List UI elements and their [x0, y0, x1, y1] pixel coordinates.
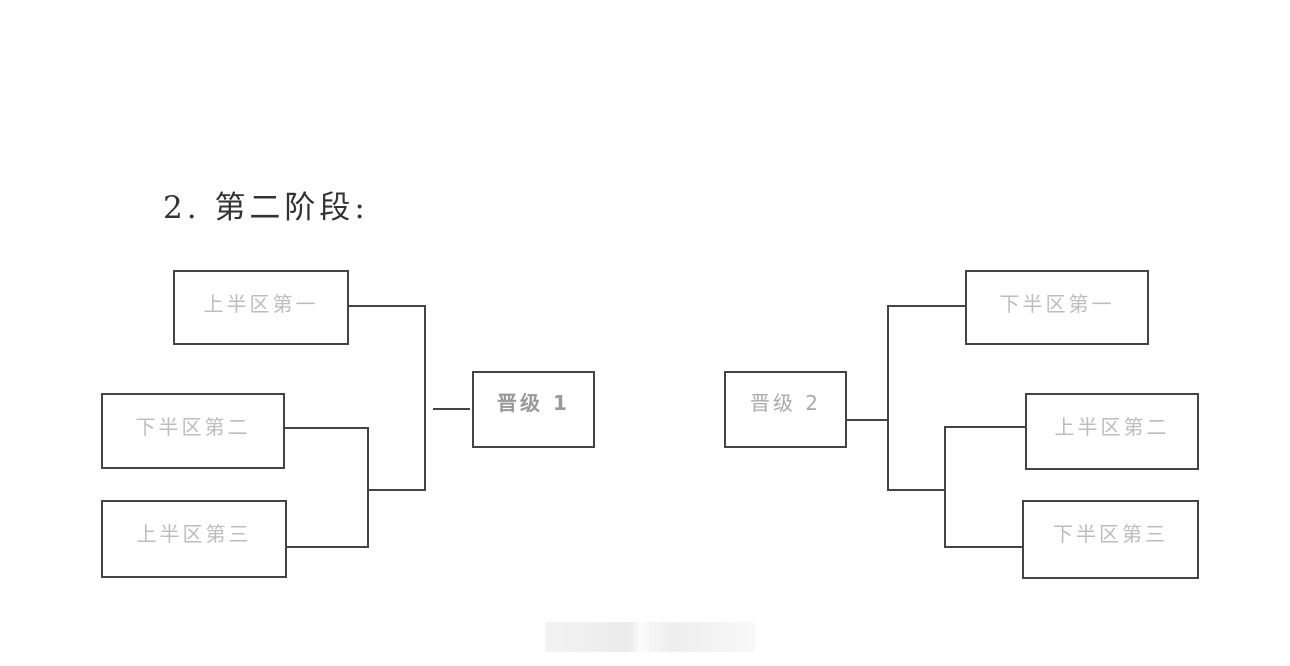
advance-box-1: 晋级 1 [472, 371, 595, 448]
seed-label: 上半区第一 [203, 292, 319, 316]
seed-box-right-1: 下半区第一 [965, 270, 1149, 345]
seed-label: 下半区第二 [135, 415, 251, 439]
seed-label: 下半区第一 [999, 292, 1115, 316]
seed-box-right-3: 下半区第三 [1022, 500, 1199, 579]
connector-left-top [347, 305, 426, 491]
seed-box-right-2: 上半区第二 [1025, 393, 1199, 470]
seed-label: 上半区第三 [136, 522, 252, 546]
seed-label: 上半区第二 [1054, 415, 1170, 439]
connector-left-bottom [283, 427, 369, 548]
connector-right-top [887, 305, 965, 491]
section-heading: 2. 第二阶段: [163, 182, 369, 227]
advance-box-2: 晋级 2 [724, 371, 847, 448]
seed-label: 下半区第三 [1053, 522, 1168, 546]
heading-number: 2. [163, 190, 201, 226]
seed-box-left-2: 下半区第二 [101, 393, 285, 469]
connector-right-bottom [944, 426, 1025, 548]
advance-label: 晋级 1 [497, 391, 570, 415]
seed-box-left-1: 上半区第一 [173, 270, 349, 345]
scan-artifact [545, 622, 755, 652]
heading-title: 第二阶段: [214, 190, 369, 226]
advance-label: 晋级 2 [749, 391, 822, 415]
seed-box-left-3: 上半区第三 [101, 500, 287, 578]
